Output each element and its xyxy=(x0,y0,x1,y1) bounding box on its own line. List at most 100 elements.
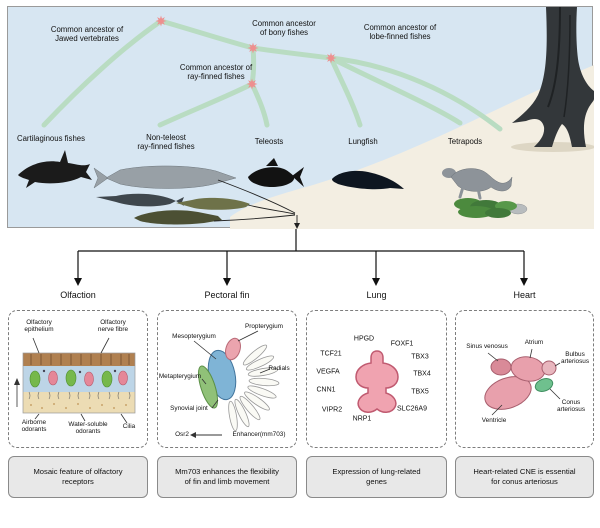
label-synovial-joint: Synovial joint xyxy=(170,405,208,412)
branch-nonteleost xyxy=(157,81,255,128)
summary-olfaction: Mosaic feature of olfactory receptors xyxy=(8,456,148,498)
enhancer-to-osr2-arrow xyxy=(190,432,222,438)
fin-pointer-lines xyxy=(193,330,271,409)
branch-root xyxy=(328,55,503,132)
group-label-cartilaginous: Cartilaginous fishes xyxy=(16,134,86,143)
olfactory-cells xyxy=(29,369,128,388)
focal-group-callout xyxy=(213,179,300,229)
category-label-pectoral-fin: Pectoral fin xyxy=(204,290,250,300)
gar-silhouette xyxy=(176,197,250,210)
star-icon-bony xyxy=(247,42,259,54)
conus-arteriosus-shape xyxy=(534,378,554,392)
lung-panel: HPGD FOXF1 TCF21 TBX3 VEGFA TBX4 CNN1 TB… xyxy=(306,310,447,448)
branch-teleost xyxy=(249,81,270,128)
paddlefish-silhouette xyxy=(96,193,184,207)
group-label-non-teleost: Non-teleost ray-finned fishes xyxy=(137,133,195,152)
gene-label-tbx5: TBX5 xyxy=(411,388,429,396)
shark-silhouette xyxy=(18,150,92,188)
tetrapod-silhouette xyxy=(442,168,513,200)
label-atrium: Atrium xyxy=(524,339,544,346)
ancestor-stars xyxy=(155,15,337,90)
metapterygium-shape xyxy=(197,365,219,409)
category-label-heart: Heart xyxy=(513,290,536,300)
branch-tetrapod xyxy=(328,55,463,126)
phylogeny-panel: Common ancestor of Jawed vertebrates Com… xyxy=(7,6,594,229)
gene-label-vipr2: VIPR2 xyxy=(321,406,343,414)
gene-label-slc26a9: SLC26A9 xyxy=(397,405,427,413)
gene-label-tbx4: TBX4 xyxy=(413,370,431,378)
gene-label-tcf21: TCF21 xyxy=(320,350,342,358)
sinus-venosus-shape xyxy=(490,358,512,376)
group-label-teleosts: Teleosts xyxy=(254,137,284,146)
star-icon-jawed xyxy=(155,15,167,27)
olfaction-pointer-lines xyxy=(16,337,128,424)
heart-panel: Sinus venosus Atrium Bulbus arteriosus V… xyxy=(455,310,594,448)
label-conus-arteriosus: Conus arteriosus xyxy=(556,399,586,414)
cilia-strokes xyxy=(28,391,131,400)
label-water-soluble-odorants: Water-soluble odorants xyxy=(68,421,108,436)
olfaction-art xyxy=(14,337,136,424)
moss-and-rock xyxy=(454,198,528,218)
ancestor-label-bony: Common ancestor of bony fishes xyxy=(252,19,316,38)
connector-arrows xyxy=(74,229,528,286)
odorant-dots xyxy=(30,403,127,409)
bulbus-arteriosus-shape xyxy=(541,360,557,376)
label-olfactory-nerve-fibre: Olfactory nerve fibre xyxy=(97,319,129,334)
star-icon-lobefinned xyxy=(325,52,337,64)
group-label-tetrapods: Tetrapods xyxy=(447,137,483,146)
label-olfactory-epithelium: Olfactory epithelium xyxy=(24,319,54,334)
label-cilia: Cilia xyxy=(122,423,136,430)
summary-lung: Expression of lung-related genes xyxy=(306,456,447,498)
pectoral-fin-panel: Mesopterygium Propterygium Radials Metap… xyxy=(157,310,297,448)
label-enhancer-mm703: Enhancer(mm703) xyxy=(232,431,286,438)
label-sinus-venosus: Sinus venosus xyxy=(466,343,508,350)
epithelium-layer xyxy=(23,366,135,392)
gene-label-hpgd: HPGD xyxy=(353,335,375,343)
arrowheads xyxy=(74,278,528,286)
gene-label-cnn1: CNN1 xyxy=(316,386,336,394)
nerve-fibre-layer xyxy=(23,353,135,366)
label-ventricle: Ventricle xyxy=(481,417,507,424)
branch-bony-to-lobefinned xyxy=(250,45,334,61)
gene-label-vegfa: VEGFA xyxy=(316,368,340,376)
ancestor-label-lobe: Common ancestor of lobe-finned fishes xyxy=(363,23,437,42)
gene-label-foxf1: FOXF1 xyxy=(390,340,414,348)
branch-jawed-to-bony xyxy=(158,18,256,51)
branch-lungfish xyxy=(328,55,363,128)
odorant-entry-arrow xyxy=(14,378,20,385)
category-label-lung: Lung xyxy=(366,290,387,300)
ventricle-shape xyxy=(484,376,532,410)
gene-label-nrp1: NRP1 xyxy=(352,415,372,423)
phylogeny-art xyxy=(18,7,594,229)
gene-label-tbx3: TBX3 xyxy=(411,353,429,361)
lungfish-silhouette xyxy=(332,170,404,190)
label-propterygium: Propterygium xyxy=(244,323,283,330)
olfaction-panel: Olfactory epithelium Olfactory nerve fib… xyxy=(8,310,148,448)
branch-cartilaginous xyxy=(41,18,164,128)
non-teleost-fishes xyxy=(93,165,250,225)
group-label-lungfish: Lungfish xyxy=(348,137,378,146)
bowfin-silhouette xyxy=(134,210,222,225)
teleost-silhouette xyxy=(248,158,304,188)
category-label-olfaction: Olfaction xyxy=(60,290,96,300)
label-mesopterygium: Mesopterygium xyxy=(172,333,216,340)
summary-heart: Heart-related CNE is essential for conus… xyxy=(455,456,594,498)
ancestor-label-ray: Common ancestor of ray-finned fishes xyxy=(179,63,253,82)
heart-pointer-lines xyxy=(487,348,561,416)
ancestor-label-jawed: Common ancestor of Jawed vertebrates xyxy=(50,25,124,44)
label-osr2: Osr2 xyxy=(175,431,189,438)
mucus-layer xyxy=(23,392,135,413)
label-radials: Radials xyxy=(268,365,290,372)
fin-art xyxy=(190,330,280,438)
tree-illustration xyxy=(512,7,594,147)
lung-shape xyxy=(355,350,399,413)
star-icon-rayfinned xyxy=(246,78,258,90)
label-airborne-odorants: Airborne odorants xyxy=(21,419,47,434)
propterygium-shape xyxy=(225,337,241,361)
label-metapterygium: Metapterygium xyxy=(158,373,202,380)
lung-art xyxy=(355,350,399,413)
heart-art xyxy=(484,348,561,416)
summary-pectoral-fin: Mm703 enhances the flexibility of fin an… xyxy=(157,456,297,498)
sturgeon-silhouette xyxy=(93,165,237,189)
